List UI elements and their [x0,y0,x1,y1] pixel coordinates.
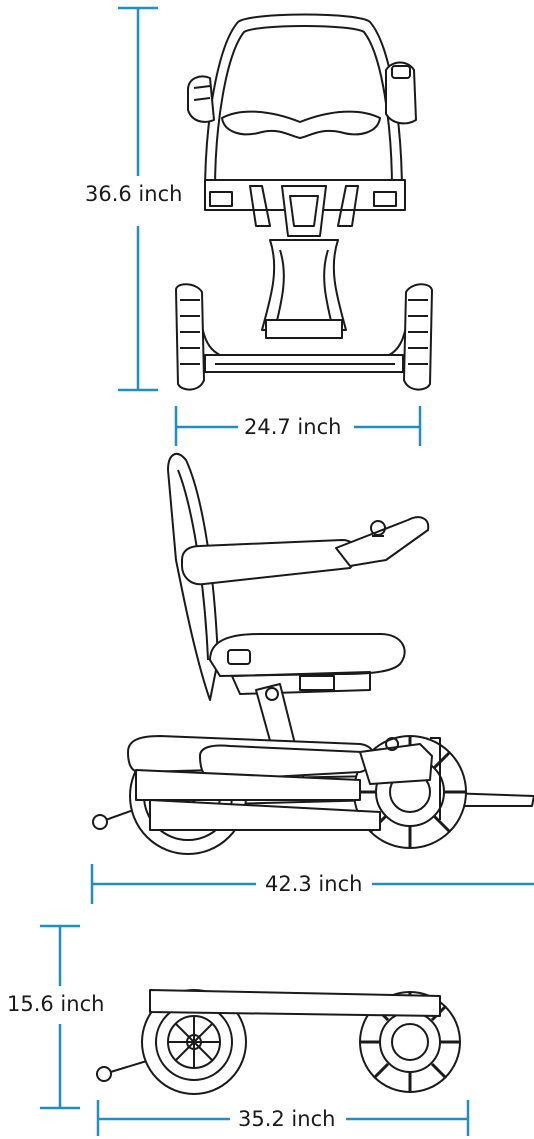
length-dimension-line [90,864,534,904]
width-dimension-line [174,406,422,446]
height-dimension-line [118,6,158,392]
front-view-drawing [175,13,433,391]
folded-height-label: 15.6 inch [4,992,108,1016]
width-label: 24.7 inch [241,415,345,439]
folded-length-dimension-line [96,1100,470,1136]
folded-length-label: 35.2 inch [235,1107,339,1131]
height-label: 36.6 inch [82,182,186,206]
folded-view-drawing [96,735,461,1095]
folded-height-dimension-line [40,924,80,1110]
length-label: 42.3 inch [262,872,366,896]
